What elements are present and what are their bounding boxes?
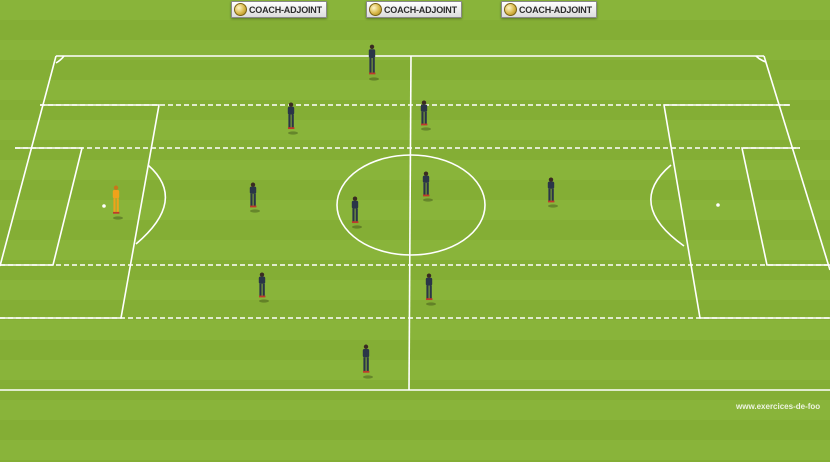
sponsor-banner-label: COACH-ADJOINT [384,4,457,15]
players-layer [112,44,558,379]
outfield-player [362,344,373,379]
goalkeeper-player [112,185,123,220]
zone-lines [0,104,830,319]
outfield-player [287,102,298,135]
sponsor-banner: COACH-ADJOINT [231,1,327,18]
outfield-player [420,100,431,131]
outfield-player [422,171,433,202]
outfield-player [351,196,362,229]
goal-line-right [763,55,830,271]
halfway-line [408,55,412,391]
ball-left [102,204,106,208]
sponsor-banner: COACH-ADJOINT [366,1,462,18]
corner-arc-top-right [755,55,767,63]
left-penalty-arc [135,164,167,245]
sponsor-banner-label: COACH-ADJOINT [249,4,322,15]
outfield-player [425,273,436,306]
corner-arc-top-left [55,55,65,64]
centre-circle [336,154,486,256]
outfield-player [368,44,379,81]
coach-adjoint-logo-icon [369,3,382,16]
coach-adjoint-logo-icon [504,3,517,16]
coach-adjoint-logo-icon [234,3,247,16]
ball-right [716,203,720,207]
sponsor-banner-label: COACH-ADJOINT [519,4,592,15]
outfield-player [258,272,269,303]
sponsor-banner: COACH-ADJOINT [501,1,597,18]
right-penalty-arc [650,164,685,247]
website-watermark: www.exercices-de-foo [736,402,821,411]
outfield-player [547,177,558,208]
outfield-player [249,182,260,213]
goal-line-left [0,55,57,267]
